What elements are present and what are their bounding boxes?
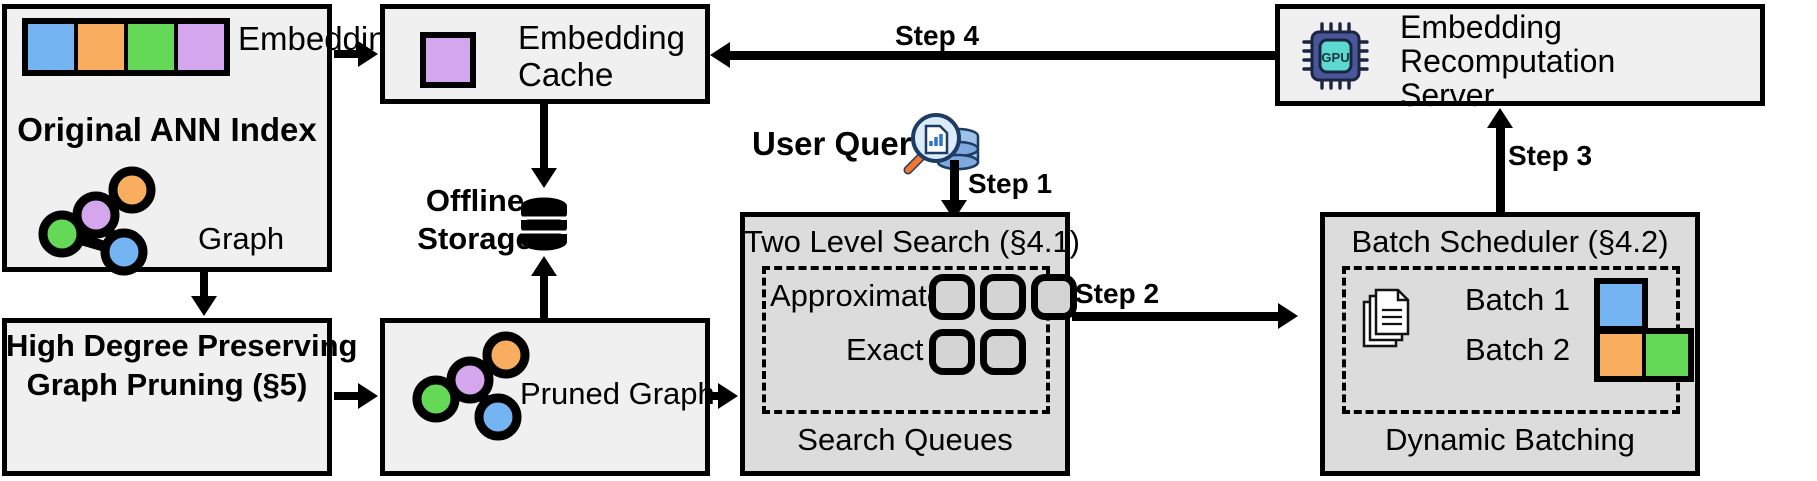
pruned-graph-box	[380, 318, 710, 476]
arrowhead-pruned-to-storage	[531, 256, 557, 276]
exact-row-label: Exact	[846, 332, 924, 367]
recomputation-server-line3: Server	[1400, 77, 1495, 113]
batch-2-swatch-green	[1646, 334, 1688, 376]
arrowhead-step4	[710, 42, 730, 68]
arrowhead-pruning-to-pruned	[358, 383, 378, 409]
approximate-row-label: Approximate	[770, 278, 945, 313]
arrowhead-cache-to-storage	[531, 168, 557, 188]
arrowhead-index-to-cache	[358, 41, 378, 67]
graph-pruning-line2: Graph Pruning (§5)	[26, 367, 308, 402]
connector-pruning-to-pruned	[334, 392, 362, 400]
offline-storage-line1: Offline	[425, 183, 525, 218]
step4-label: Step 4	[895, 20, 980, 51]
embedding-strip	[22, 18, 230, 76]
database-icon	[521, 197, 567, 251]
queue-chip[interactable]	[929, 274, 975, 320]
connector-index-to-pruning	[200, 272, 208, 298]
batch-2-label: Batch 2	[1465, 332, 1571, 367]
step3-label: Step 3	[1508, 140, 1593, 171]
two-level-search-title: Two Level Search (§4.1)	[744, 224, 1081, 259]
connector-step4	[730, 51, 1278, 60]
connector-step1	[950, 160, 959, 202]
recomputation-server-line2: Recomputation	[1400, 43, 1616, 79]
dynamic-batching-footer: Dynamic Batching	[1385, 422, 1635, 457]
queue-chip[interactable]	[980, 329, 1026, 375]
connector-step2	[1072, 312, 1282, 321]
batch-1-swatch-blue	[1594, 278, 1648, 332]
embedding-cache-line2: Cache	[518, 56, 614, 93]
batch-2-swatches	[1594, 328, 1694, 382]
batch-2-swatch-orange	[1600, 334, 1642, 376]
connector-cache-to-storage	[540, 104, 548, 170]
queue-chip[interactable]	[929, 329, 975, 375]
gpu-chip-icon: GPU	[1302, 22, 1369, 90]
embedding-cell-green	[128, 24, 174, 70]
arrowhead-step3	[1487, 108, 1513, 128]
embedding-cache-swatch	[420, 32, 476, 88]
step1-label: Step 1	[968, 168, 1053, 199]
documents-icon	[1362, 288, 1410, 348]
approximate-queue-chips[interactable]	[929, 274, 1077, 320]
arrowhead-pruned-to-search	[718, 383, 738, 409]
embedding-cell-orange	[78, 24, 124, 70]
connector-pruned-to-storage	[540, 268, 548, 320]
exact-queue-chips[interactable]	[929, 329, 1026, 375]
embedding-cell-purple	[178, 24, 224, 70]
search-queues-footer: Search Queues	[797, 422, 1013, 457]
search-database-icon	[903, 113, 980, 175]
graph-pruning-box	[2, 318, 332, 476]
recomputation-server-line1: Embedding	[1400, 9, 1562, 45]
original-ann-index-title: Original ANN Index	[17, 111, 317, 148]
queue-chip[interactable]	[980, 274, 1026, 320]
embedding-cache-line1: Embedding	[518, 19, 685, 56]
pruned-graph-label: Pruned Graph	[520, 376, 715, 411]
batch-1-label: Batch 1	[1465, 282, 1571, 317]
search-queues-panel	[762, 266, 1050, 414]
graph-pruning-line1: High Degree Preserving	[6, 328, 358, 363]
step2-label: Step 2	[1075, 278, 1160, 309]
connector-step3	[1496, 128, 1505, 214]
pruned-graph-icon	[412, 331, 530, 441]
arrowhead-step2	[1278, 303, 1298, 329]
queue-chip[interactable]	[1031, 274, 1077, 320]
gpu-chip-icon-text: GPU	[1321, 50, 1349, 65]
connector-index-to-cache	[334, 50, 362, 58]
embedding-cell-blue	[28, 24, 74, 70]
original-index-graph-icon	[38, 166, 156, 276]
offline-storage-line2: Storage	[417, 221, 533, 256]
graph-label: Graph	[198, 221, 285, 256]
batch-scheduler-title: Batch Scheduler (§4.2)	[1351, 224, 1669, 259]
arrowhead-index-to-pruning	[191, 296, 217, 316]
